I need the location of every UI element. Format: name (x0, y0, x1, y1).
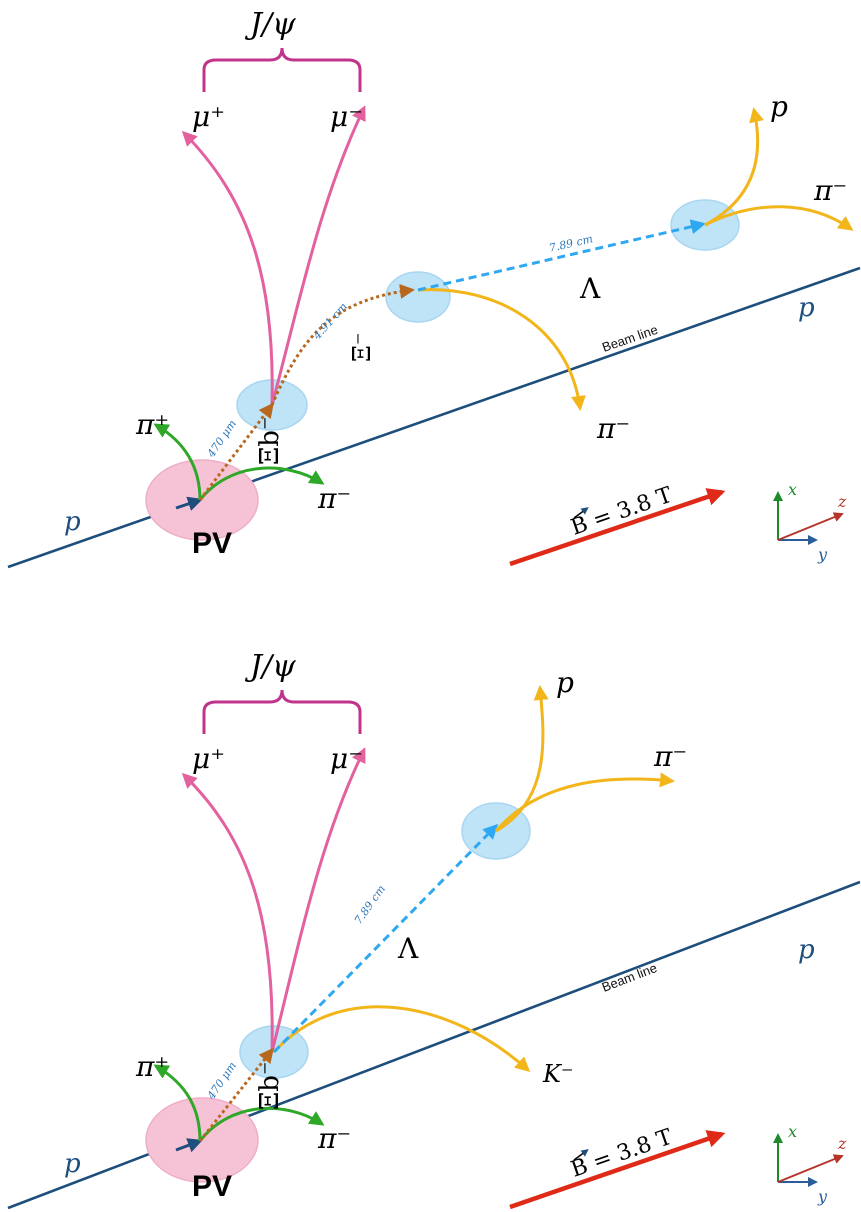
panel-top: Beam line p p PV μ⁺ μ⁻ J/ψ π⁺ π⁻ 470 μm … (7, 7, 861, 569)
xib-text: Ξb⁻ (255, 416, 285, 465)
pi-plus-track (153, 1064, 202, 1142)
xib-text: Ξb⁻ (255, 1061, 285, 1110)
axis-x-label: x (788, 480, 797, 499)
axis-x-label: x (788, 1122, 797, 1141)
xi-vertex-blob (385, 271, 451, 323)
panel-bottom: Beam line p p PV μ⁺ μ⁻ J/ψ π⁺ π⁻ 470 μm … (7, 649, 861, 1210)
proton-right-label: p (798, 935, 815, 965)
jpsi-label: J/ψ (244, 7, 296, 42)
axis-z-label: z (837, 1134, 847, 1153)
beam-line (7, 266, 861, 569)
pi-minus-pv-track (198, 1106, 325, 1142)
lambda-proton-track (704, 107, 764, 227)
b-field-text: B = 3.8 T (568, 483, 676, 541)
pi-minus-pv-track (198, 466, 325, 501)
lambda-proton-label: p (556, 666, 574, 699)
mu-plus-track (181, 130, 274, 406)
lambda-flight-track (417, 219, 706, 292)
pi-minus-xi-track (417, 288, 586, 411)
lambda-proton-label: p (770, 90, 788, 123)
b-vector-arrow-glyph (573, 507, 589, 519)
axis-y-label: y (817, 545, 828, 564)
b-vector-arrow-glyph (573, 1149, 589, 1161)
pi-minus-xi-label: π⁻ (596, 412, 630, 445)
proton-left-label: p (64, 1149, 81, 1179)
dist-pv-label: 470 μm (204, 418, 239, 461)
axis-z (777, 512, 844, 541)
pi-plus-label: π⁺ (135, 408, 169, 441)
dist-xi-label: 4.91 cm (310, 300, 350, 343)
xi-flight-track (270, 284, 415, 406)
mu-minus-label: μ⁻ (330, 742, 363, 775)
jpsi-brace (202, 47, 362, 92)
mu-plus-track (181, 772, 274, 1053)
kaon-label: K⁻ (542, 1060, 574, 1088)
proton-left-label: p (64, 507, 81, 537)
lambda-label: Λ (397, 932, 419, 965)
xib-flight-track (198, 1047, 274, 1142)
lambda-pion-track (704, 205, 854, 231)
xib-flight-track (198, 402, 274, 501)
beam-line (7, 880, 861, 1210)
b-field-arrow (509, 488, 726, 567)
b-field-label: B = 3.8 T (568, 1125, 676, 1183)
b-field-label: B = 3.8 T (568, 483, 676, 541)
b-field-text: B = 3.8 T (568, 1125, 676, 1183)
lambda-pion-label: π⁻ (813, 174, 847, 207)
mu-plus-label: μ⁺ (192, 742, 225, 775)
mu-minus-label: μ⁻ (330, 100, 363, 133)
proton-right-label: p (798, 293, 815, 323)
pv-label: PV (192, 1170, 232, 1203)
b-field-arrow (509, 1130, 726, 1210)
mu-minus-track (270, 747, 366, 1053)
pi-plus-label: π⁺ (135, 1050, 169, 1083)
pv-beam-arrow (175, 496, 203, 511)
lambda-proton-track (495, 685, 549, 833)
mu-plus-label: μ⁺ (192, 100, 225, 133)
pi-plus-track (153, 423, 202, 501)
axis-y-label: y (817, 1187, 828, 1206)
mu-minus-track (270, 105, 366, 406)
lambda-label: Λ (579, 272, 601, 305)
lambda-pion-track (494, 772, 675, 832)
jpsi-label: J/ψ (244, 649, 296, 684)
axis-z-label: z (837, 492, 847, 511)
kaon-track (272, 1005, 531, 1073)
xib-label: Ξb⁻ (255, 1061, 285, 1110)
lambda-flight-track (272, 823, 499, 1054)
dist-lambda-label: 7.89 cm (352, 883, 388, 927)
lambda-pion-label: π⁻ (653, 740, 687, 773)
xi-label: Ξ⁻ (348, 332, 376, 362)
xib-label: Ξb⁻ (255, 416, 285, 465)
axis-z (777, 1154, 844, 1183)
pv-label: PV (192, 527, 232, 560)
beam-line-label: Beam line (600, 960, 659, 995)
jpsi-brace (202, 689, 362, 734)
pi-minus-pv-label: π⁻ (317, 482, 351, 515)
pi-minus-pv-label: π⁻ (317, 1122, 351, 1155)
pv-beam-arrow (175, 1138, 203, 1153)
